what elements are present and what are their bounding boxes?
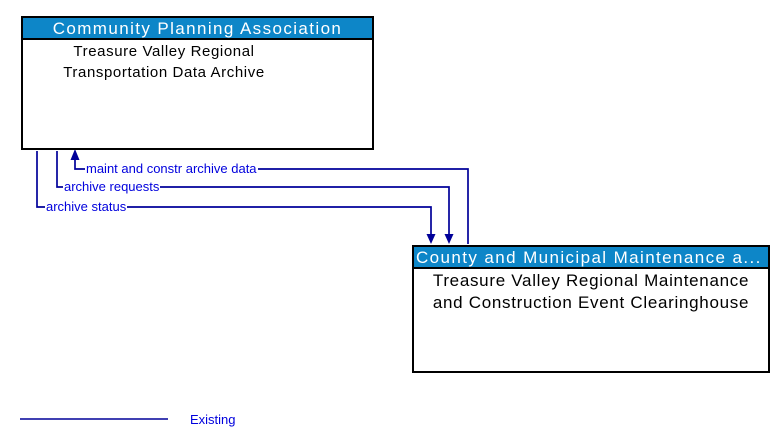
entity-title: Treasure Valley Regional Maintenance and… bbox=[414, 269, 768, 314]
connector-line-maint-and-constr-archive-data bbox=[74, 158, 469, 244]
connector-line-archive-status bbox=[36, 151, 432, 236]
entity-title-line: Transportation Data Archive bbox=[63, 64, 265, 81]
entity-title-line: Treasure Valley Regional bbox=[73, 43, 255, 60]
arrow-down-icon bbox=[444, 234, 454, 244]
entity-header: Community Planning Association bbox=[23, 18, 372, 40]
entity-title: Treasure Valley Regional Transportation … bbox=[23, 40, 305, 83]
arrow-down-icon bbox=[426, 234, 436, 244]
entity-title-line: Treasure Valley Regional Maintenance bbox=[432, 271, 750, 290]
flow-label-maint-and-constr-archive-data: maint and constr archive data bbox=[85, 161, 258, 176]
flow-label-archive-status: archive status bbox=[45, 199, 128, 214]
entity-title-line: and Construction Event Clearinghouse bbox=[432, 293, 750, 312]
connector-line-archive-requests bbox=[56, 151, 450, 236]
entity-box-community-planning-association: Community Planning Association Treasure … bbox=[21, 16, 374, 150]
arrow-up-icon bbox=[70, 149, 80, 160]
entity-box-county-municipal-maintenance: County and Municipal Maintenance a... Tr… bbox=[412, 245, 770, 373]
entity-header: County and Municipal Maintenance a... bbox=[414, 247, 768, 269]
legend-label-existing: Existing bbox=[190, 412, 236, 427]
flow-label-archive-requests: archive requests bbox=[63, 179, 161, 194]
